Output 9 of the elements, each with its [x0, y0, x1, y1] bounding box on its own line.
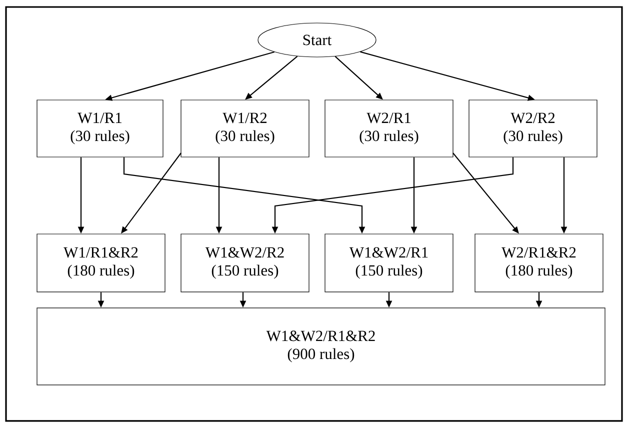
process-box: W1&W2/R1&R2 (900 rules) [36, 308, 606, 386]
process-box: W2/R2 (30 rules) [468, 100, 598, 158]
process-box: W1/R2 (30 rules) [180, 100, 310, 158]
process-box: W1/R1&R2 (180 rules) [36, 234, 166, 292]
process-box: W1&W2/R1 (150 rules) [324, 234, 454, 292]
process-box: W2/R1&R2 (180 rules) [474, 234, 604, 292]
process-box: W2/R1 (30 rules) [324, 100, 454, 158]
process-box: W1/R1 (30 rules) [36, 100, 164, 158]
process-box: W1&W2/R2 (150 rules) [180, 234, 310, 292]
